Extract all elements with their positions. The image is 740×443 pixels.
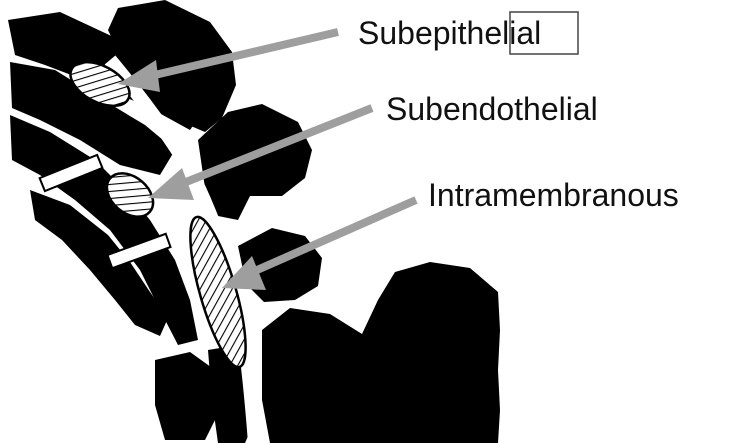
- label-intramembranous: Intramembranous: [428, 177, 679, 213]
- label-subepithelial: Subepithelial: [358, 15, 541, 51]
- label-subendothelial: Subendothelial: [386, 91, 598, 127]
